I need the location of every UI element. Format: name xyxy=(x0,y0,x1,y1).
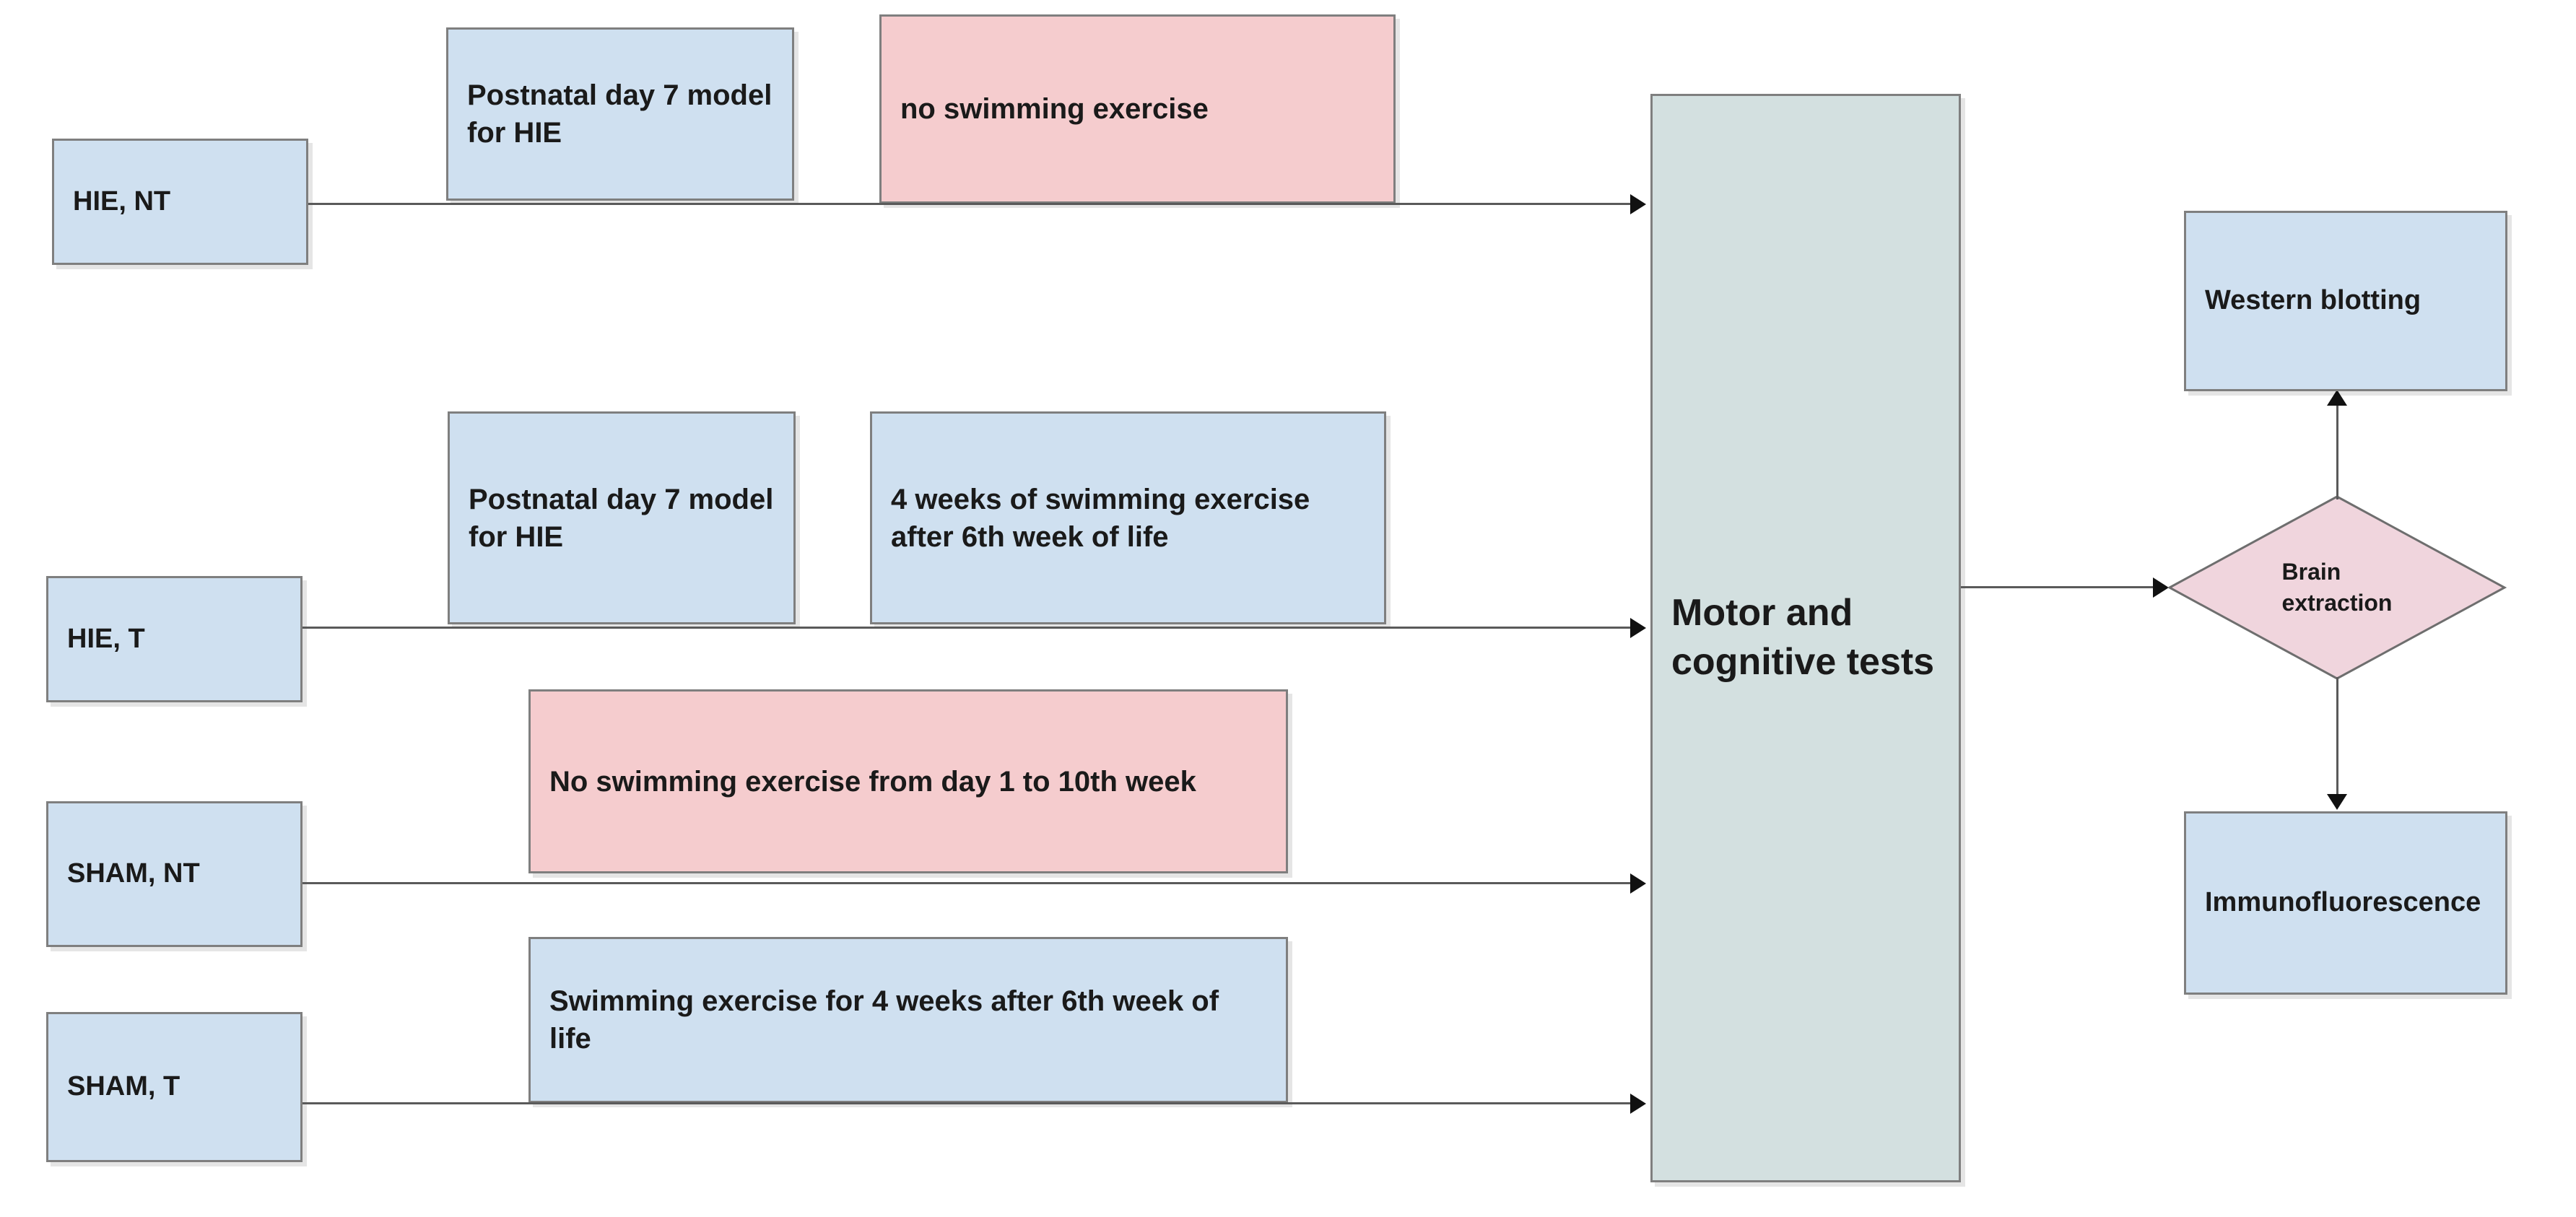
step-label-model-hie-nt: Postnatal day 7 model for HIE xyxy=(467,79,773,149)
arrowhead-sham-nt xyxy=(1630,873,1646,894)
output-label-western-blotting: Western blotting xyxy=(2205,285,2421,316)
step-box-model-hie-nt[interactable]: Postnatal day 7 model for HIE xyxy=(446,27,794,201)
group-label-hie-t: HIE, T xyxy=(67,623,145,654)
connector-sham-t-to-tests xyxy=(303,1102,1633,1104)
output-box-immunofluorescence[interactable]: Immunofluorescence xyxy=(2184,811,2507,995)
output-box-western-blotting[interactable]: Western blotting xyxy=(2184,211,2507,391)
step-box-model-hie-t[interactable]: Postnatal day 7 model for HIE xyxy=(448,411,796,624)
step-label-no-swim-sham: No swimming exercise from day 1 to 10th … xyxy=(549,765,1196,798)
connector-hie-t-to-tests xyxy=(303,627,1633,629)
output-label-immunofluorescence: Immunofluorescence xyxy=(2205,887,2481,918)
group-box-hie-nt[interactable]: HIE, NT xyxy=(52,139,308,265)
arrowhead-sham-t xyxy=(1630,1094,1646,1114)
arrowhead-brain-extraction xyxy=(2153,577,2169,598)
connector-sham-nt-to-tests xyxy=(303,882,1633,884)
arrowhead-western-blotting xyxy=(2327,390,2347,406)
connector-tests-to-brain-extraction xyxy=(1961,586,2156,588)
group-box-hie-t[interactable]: HIE, T xyxy=(46,576,303,702)
arrowhead-immunofluorescence xyxy=(2327,794,2347,810)
connector-hie-nt-to-tests xyxy=(308,203,1633,205)
step-label-swim-hie-t: 4 weeks of swimming exercise after 6th w… xyxy=(891,483,1310,553)
diamond-shape xyxy=(2167,495,2507,680)
decision-brain-extraction[interactable]: Brain extraction xyxy=(2167,495,2507,680)
step-box-swim-sham-t[interactable]: Swimming exercise for 4 weeks after 6th … xyxy=(528,937,1288,1103)
step-box-no-swim-hie-nt[interactable]: no swimming exercise xyxy=(879,14,1396,204)
step-label-model-hie-t: Postnatal day 7 model for HIE xyxy=(469,483,774,553)
step-label-swim-sham-t: Swimming exercise for 4 weeks after 6th … xyxy=(549,985,1219,1055)
step-label-no-swim-hie-nt: no swimming exercise xyxy=(900,93,1209,125)
arrowhead-hie-nt xyxy=(1630,194,1646,214)
step-box-swim-hie-t[interactable]: 4 weeks of swimming exercise after 6th w… xyxy=(870,411,1386,624)
connector-brain-to-western-blotting xyxy=(2336,398,2338,500)
arrowhead-hie-t xyxy=(1630,618,1646,638)
group-box-sham-t[interactable]: SHAM, T xyxy=(46,1012,303,1162)
group-label-sham-nt: SHAM, NT xyxy=(67,858,200,889)
group-box-sham-nt[interactable]: SHAM, NT xyxy=(46,801,303,947)
group-label-sham-t: SHAM, T xyxy=(67,1071,180,1102)
group-label-hie-nt: HIE, NT xyxy=(73,186,171,217)
step-box-no-swim-sham[interactable]: No swimming exercise from day 1 to 10th … xyxy=(528,689,1288,873)
connector-brain-to-immunofluorescence xyxy=(2336,677,2338,800)
process-label-motor-cognitive-tests: Motor and cognitive tests xyxy=(1671,592,1935,683)
process-box-motor-cognitive-tests[interactable]: Motor and cognitive tests xyxy=(1650,94,1961,1182)
